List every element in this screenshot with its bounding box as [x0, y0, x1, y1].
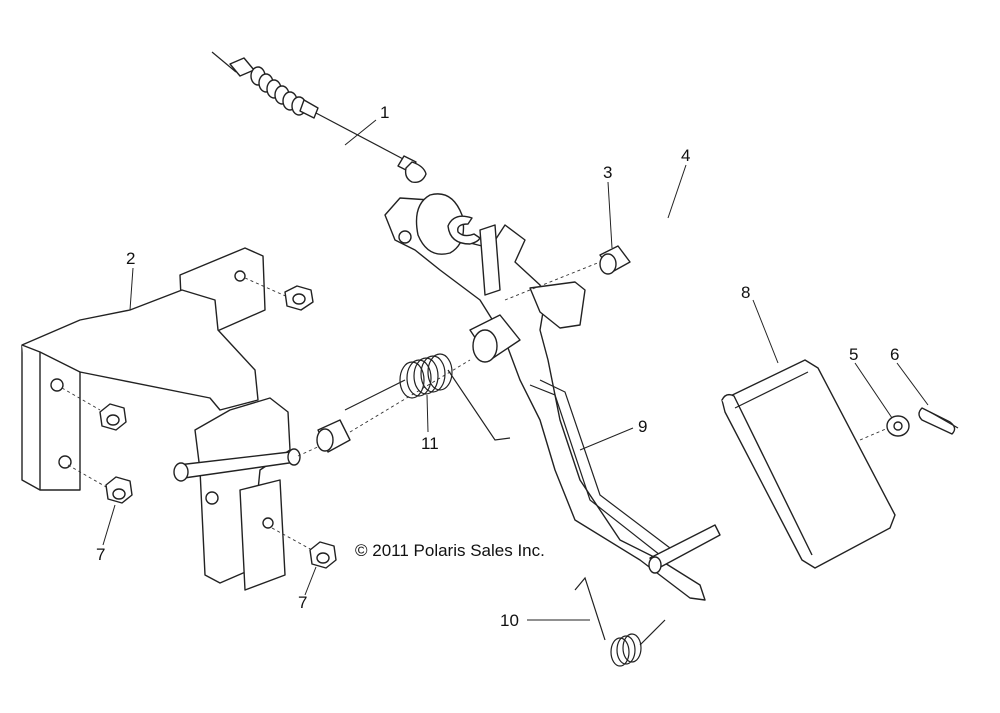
part-1-cable	[211, 51, 427, 184]
leader-lines	[102, 119, 929, 621]
copyright-notice: © 2011 Polaris Sales Inc.	[355, 541, 545, 560]
part-5-washer	[859, 415, 910, 441]
part-2-bracket	[21, 247, 301, 591]
part-9-pedal-arm	[384, 193, 721, 601]
callout-2: 2	[126, 249, 135, 268]
callout-10: 10	[500, 611, 519, 630]
callout-3: 3	[603, 163, 612, 182]
callout-8: 8	[741, 283, 750, 302]
part-7-nut-lower	[67, 464, 133, 504]
callout-9: 9	[638, 417, 647, 436]
part-10-spring	[574, 576, 666, 667]
callout-7-right: 7	[298, 593, 307, 612]
part-7-nut-top	[244, 277, 314, 311]
callout-11: 11	[421, 434, 439, 453]
callout-1: 1	[380, 103, 389, 122]
part-7-nut-bottom	[271, 527, 337, 569]
bushing-left	[297, 419, 351, 457]
part-11-spring	[344, 353, 511, 441]
callout-6: 6	[890, 345, 899, 364]
part-7-nut-mid	[61, 387, 127, 431]
part-6-cotter-pin	[918, 407, 959, 435]
callout-7-left: 7	[96, 545, 105, 564]
callout-5: 5	[849, 345, 858, 364]
part-8-pedal-pad	[721, 359, 896, 569]
part-3-bushing	[504, 245, 631, 301]
callout-4: 4	[681, 146, 690, 165]
part-4-clip	[447, 215, 481, 245]
